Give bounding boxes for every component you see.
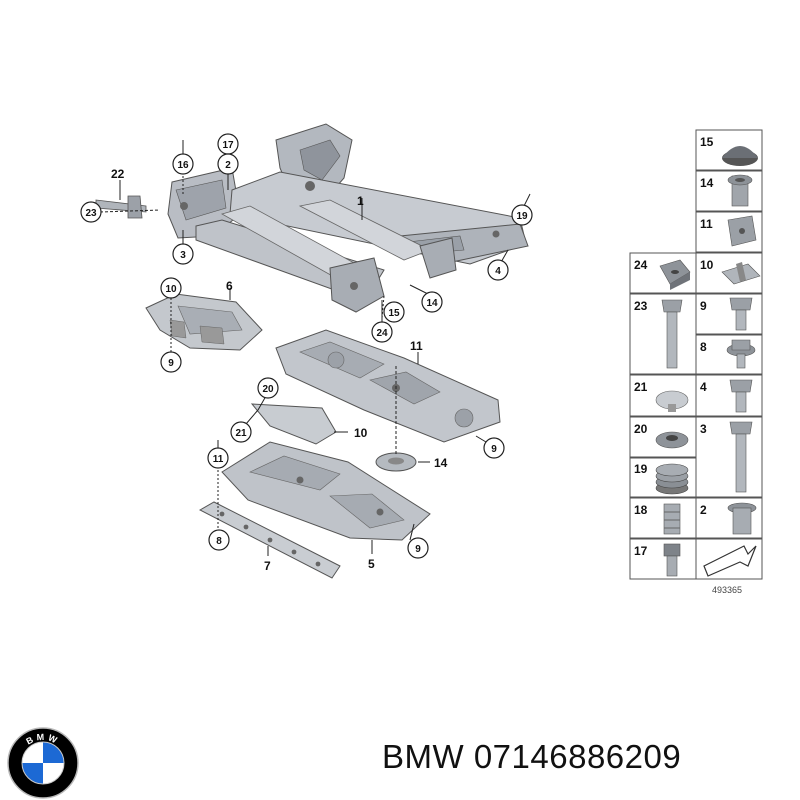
svg-text:9: 9 [168,358,174,369]
svg-text:BMW: BMW [24,732,61,747]
svg-text:21: 21 [235,428,247,439]
legend-label-3: 3 [700,422,707,436]
legend-label-17: 17 [634,544,648,558]
brand-name: BMW [382,738,465,775]
heat-shield-bracket [250,403,337,445]
callout-24-circle: 24 [371,321,393,343]
diagram-reference-number: 493365 [712,585,742,595]
svg-text:15: 15 [388,308,400,319]
callout-11-circle: 11 [207,447,229,469]
legend-label-24: 24 [634,258,648,272]
svg-text:9: 9 [415,544,421,555]
callout-9-circle-b: 9 [483,437,505,459]
legend-label-19: 19 [634,462,648,476]
callout-8-circle: 8 [208,529,230,551]
callout-14-circle: 14 [421,291,443,313]
legend-label-9: 9 [700,299,707,313]
callout-9-circle-c: 9 [407,537,429,559]
callout-12: 10 [354,426,368,440]
brand-part-number: BMW 07146886209 [382,738,792,788]
legend-label-14: 14 [700,176,714,190]
sealing-strip [198,501,341,579]
small-underbody-panel [145,293,263,351]
collar-screw-icon [726,339,756,369]
cover-disc [375,452,417,472]
callout-7: 7 [264,559,271,573]
bolt-4-icon [729,379,753,413]
legend-label-11: 11 [700,217,713,231]
cap-icon [722,146,758,166]
svg-text:24: 24 [376,328,388,339]
legend-label-10: 10 [700,258,714,272]
short-screw-icon [729,297,753,331]
legend-label-21: 21 [634,380,648,394]
legend-label-4: 4 [700,380,707,394]
svg-text:2: 2 [225,160,231,171]
flanged-bushing-icon [727,502,757,535]
svg-text:17: 17 [222,140,234,151]
legend-label-15: 15 [700,135,714,149]
callout-15-circle: 15 [383,301,405,323]
legend-label-20: 20 [634,422,648,436]
callout-22: 22 [111,167,125,181]
front-subframe [167,123,529,313]
part-number: 07146886209 [473,738,682,775]
callout-3-circle: 3 [172,243,194,265]
svg-text:20: 20 [262,384,274,395]
direction-arrow-icon [703,545,757,577]
square-nut-icon [659,259,691,290]
svg-text:3: 3 [180,250,186,261]
svg-text:8: 8 [216,536,222,547]
svg-text:19: 19 [516,211,528,222]
callouts: 1 22 6 11 10 14 7 5 16 17 2 23 3 19 4 14… [80,133,533,573]
parts-legend: 15 14 11 24 10 23 9 8 21 4 20 3 19 18 2 … [629,129,763,595]
callout-17-circle: 17 [217,133,239,155]
svg-text:10: 10 [165,284,177,295]
callout-13: 11 [410,339,423,353]
callout-10-circle: 10 [160,277,182,299]
callout-16-circle: 16 [172,153,194,175]
threaded-bushing-icon [663,503,681,535]
callout-21-circle: 21 [230,421,252,443]
long-bolt-23-icon [661,299,683,369]
callout-23-circle: 23 [80,201,102,223]
legend-label-2: 2 [700,503,707,517]
plug-icon [655,390,689,412]
callout-19-circle: 19 [511,204,533,226]
lower-underbody-panel [221,441,431,541]
svg-text:23: 23 [85,208,97,219]
bmw-logo: BMW [7,727,79,799]
spring-clip-icon [721,262,761,285]
svg-text:9: 9 [491,444,497,455]
callout-6: 6 [226,279,233,293]
legend-label-8: 8 [700,340,707,354]
main-underbody-panel [275,329,501,443]
callout-2-circle: 2 [217,153,239,175]
washer-icon [655,431,689,449]
callout-9-circle-a: 9 [160,351,182,373]
callout-16: 14 [434,456,448,470]
legend-label-23: 23 [634,299,648,313]
bolt-22 [95,195,147,219]
socket-screw-icon [663,543,681,577]
svg-text:16: 16 [177,160,189,171]
spring-washer-icon [655,463,689,495]
legend-label-18: 18 [634,503,648,517]
svg-text:14: 14 [426,298,438,309]
rubber-mount-icon [727,174,753,207]
svg-text:11: 11 [213,454,224,465]
callout-20-circle: 20 [257,377,279,399]
svg-text:4: 4 [495,266,501,277]
callout-4-circle: 4 [487,259,509,281]
callout-5: 5 [368,557,375,571]
callout-1: 1 [357,194,364,208]
long-bolt-3-icon [729,421,753,493]
clip-nut-icon [727,215,757,247]
